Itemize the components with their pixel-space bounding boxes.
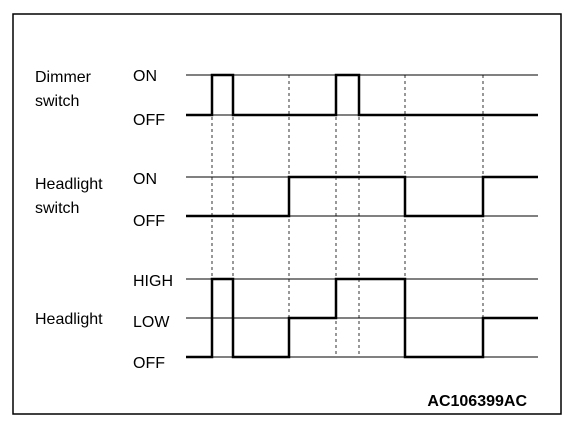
signal-name-dimmer-line1: Dimmer [35,69,92,86]
waveform-signal-0 [186,73,538,117]
level-label-dimmer-off: OFF [133,112,165,129]
waveform-signal-2 [186,277,538,359]
signal-name-dimmer-line2: switch [35,93,79,110]
figure-border [12,13,562,415]
waveforms [186,73,538,359]
signal-name-headlight-switch-line1: Headlight [35,176,103,193]
signal-name-headlight: Headlight [35,311,103,328]
level-label-headlight-high: HIGH [133,273,173,290]
signal-name-headlight-switch-line2: switch [35,200,79,217]
level-label-headlight-low: LOW [133,314,170,331]
level-label-dimmer-on: ON [133,68,157,85]
level-label-headlight-switch-on: ON [133,171,157,188]
waveform-signal-1 [186,175,538,218]
figure-code: AC106399AC [427,393,527,410]
level-label-headlight-off: OFF [133,355,165,372]
level-label-headlight-switch-off: OFF [133,213,165,230]
